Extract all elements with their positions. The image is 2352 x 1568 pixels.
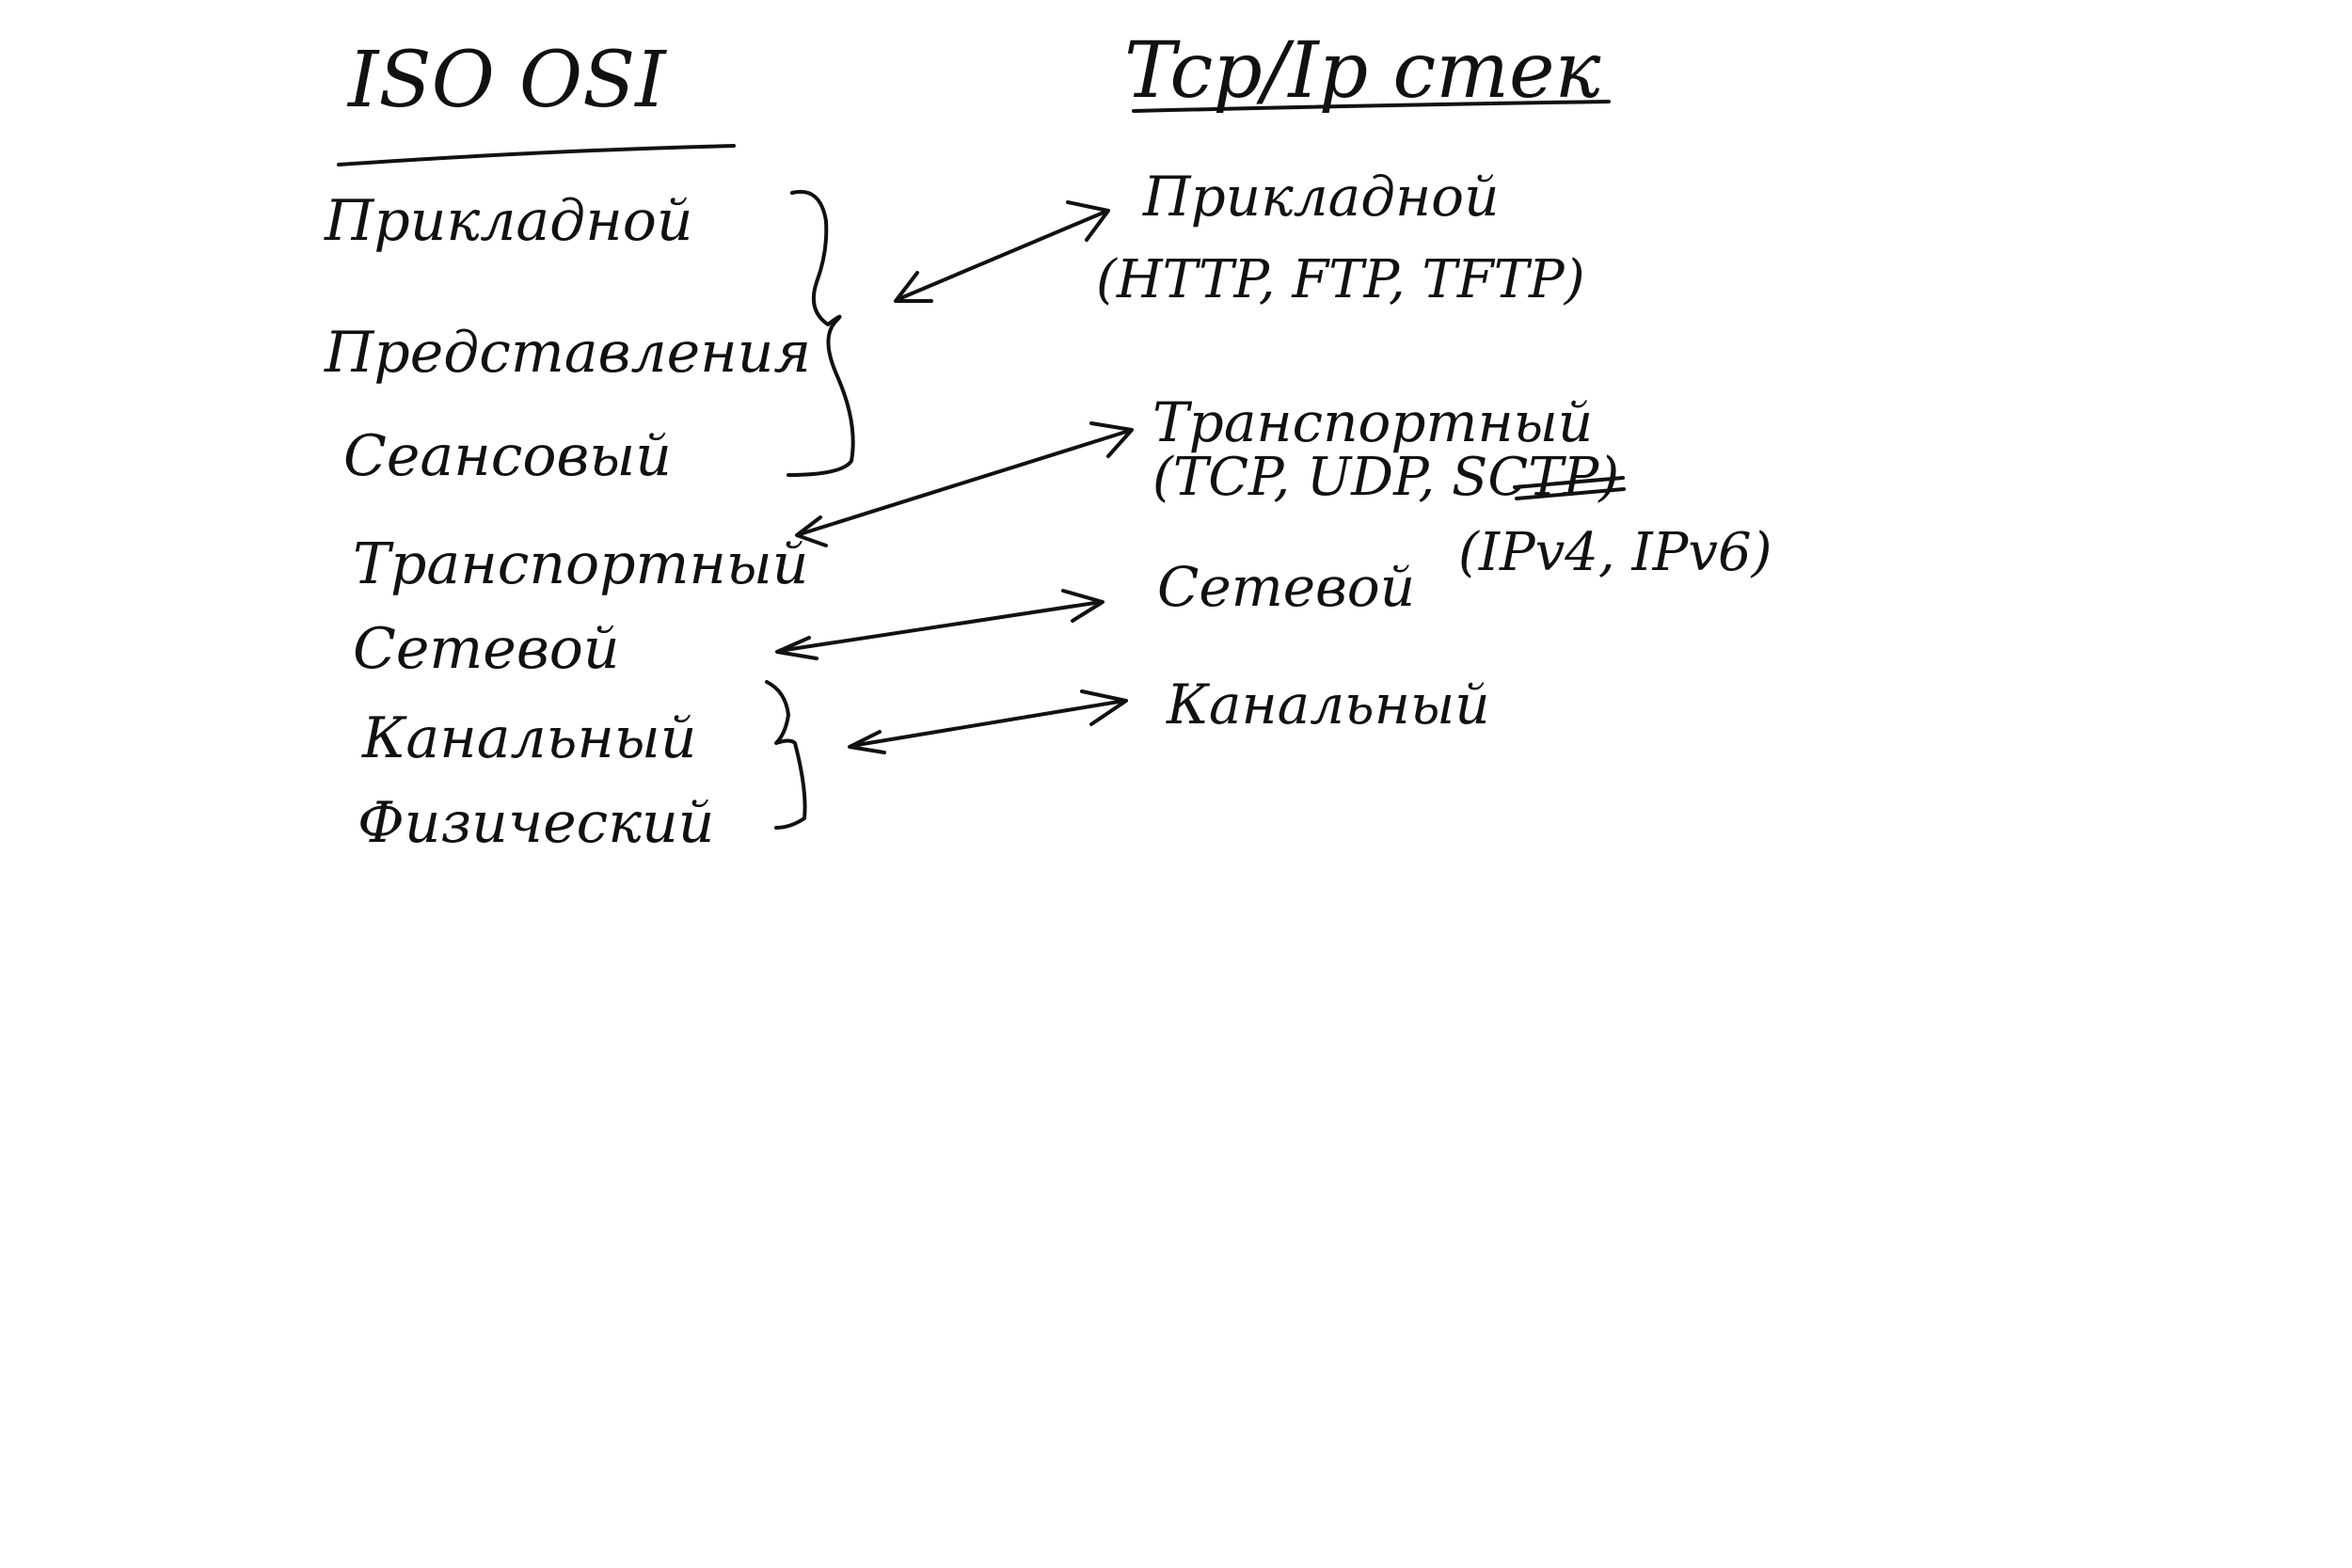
sctp-underline-2 [1515, 487, 1626, 500]
osi-layer-session: Сеансовый [343, 423, 672, 489]
sctp-underline [1513, 476, 1625, 489]
arrow-datalink [850, 699, 1126, 748]
tcpip-layer-application: Прикладной [1143, 165, 1500, 229]
osi-title-underline [337, 144, 736, 166]
tcpip-application-protocols: (HTTP, FTP, TFTP) [1096, 249, 1585, 310]
arrow-application-head-right [1066, 200, 1110, 242]
arrow-transport [798, 429, 1131, 536]
osi-layer-presentation: Представления [325, 320, 812, 386]
arrow-datalink-head-right [1080, 689, 1128, 726]
osi-layer-transport: Транспортный [353, 531, 809, 597]
osi-layer-application: Прикладной [325, 188, 693, 254]
arrow-datalink-head-left [848, 730, 886, 754]
osi-layer-datalink: Канальный [362, 705, 697, 771]
arrow-application [897, 210, 1107, 301]
arrow-application-head-left [894, 271, 933, 303]
tcpip-layer-transport: Транспортный [1152, 390, 1594, 454]
arrow-network [777, 600, 1103, 653]
osi-upper-brace [787, 189, 855, 477]
tcpip-title: Tcp/Ip стек [1124, 26, 1601, 116]
tcpip-layer-datalink: Канальный [1167, 673, 1490, 736]
osi-title: ISO OSI [348, 36, 666, 125]
arrow-network-head-left [775, 636, 818, 660]
arrow-network-head-right [1061, 589, 1104, 623]
osi-layer-physical: Физический [358, 790, 715, 856]
osi-layer-network: Сетевой [353, 616, 620, 682]
tcpip-title-underline [1132, 100, 1611, 113]
osi-lower-brace [765, 680, 807, 830]
tcpip-layer-network: Сетевой [1157, 555, 1416, 619]
tcpip-network-protocols: (IPv4, IPv6) [1458, 522, 1772, 583]
arrow-transport-head-left [795, 515, 828, 547]
arrow-transport-head-right [1089, 421, 1134, 458]
